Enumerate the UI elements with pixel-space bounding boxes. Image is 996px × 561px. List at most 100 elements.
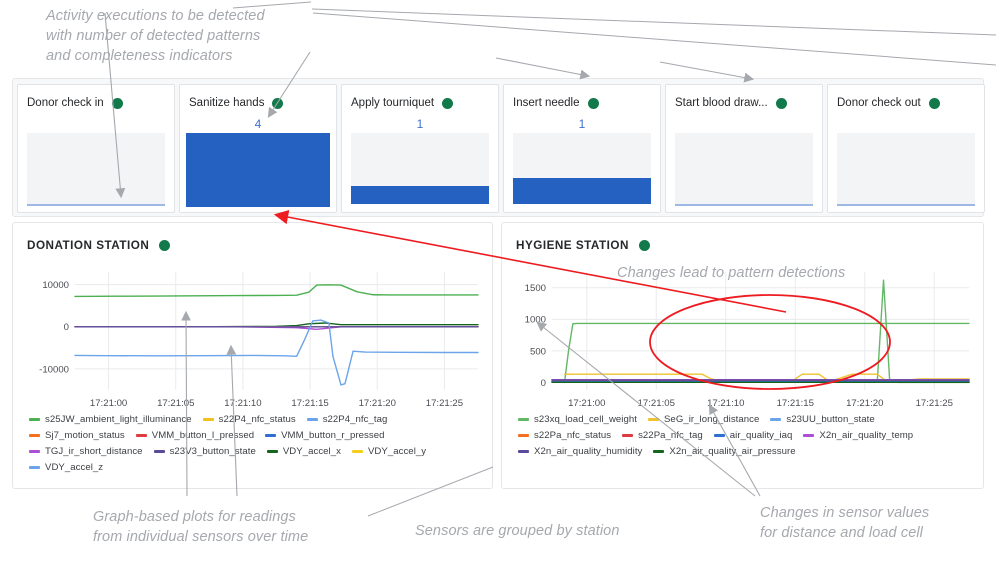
status-dot-icon	[442, 97, 454, 109]
activity-card-title: Start blood draw...	[675, 97, 768, 109]
legend-label: s22Pa_nfc_status	[534, 430, 612, 441]
legend-item[interactable]: s22P4_nfc_status	[202, 414, 296, 425]
activity-card-bar	[186, 133, 330, 207]
legend-item[interactable]: s25JW_ambient_light_illuminance	[29, 414, 192, 425]
svg-text:10000: 10000	[42, 280, 69, 291]
legend-swatch-icon	[770, 418, 782, 421]
svg-text:17:21:15: 17:21:15	[291, 398, 328, 409]
activity-card[interactable]: Sanitize hands 4	[179, 84, 337, 213]
activity-card-count: 1	[416, 117, 424, 131]
annotation-activity-cards-note: Activity executions to be detected with …	[46, 8, 265, 64]
legend-label: s25JW_ambient_light_illuminance	[45, 414, 192, 425]
annotation-sensor-grouping-note: Sensors are grouped by station	[415, 523, 620, 539]
legend-swatch-icon	[265, 434, 277, 437]
legend-swatch-icon	[647, 418, 659, 421]
activity-card-plot	[513, 133, 651, 204]
legend-label: s22P4_nfc_tag	[322, 414, 388, 425]
status-dot-icon	[775, 97, 787, 109]
legend-label: s23xq_load_cell_weight	[534, 414, 637, 425]
activity-cards-panel: Donor check in Sanitize hands 4 Apply tourn…	[12, 78, 985, 217]
legend-swatch-icon	[202, 418, 214, 421]
svg-text:17:21:15: 17:21:15	[777, 398, 814, 409]
activity-card-baseline	[27, 204, 165, 206]
legend-swatch-icon	[306, 418, 318, 421]
status-dot-icon	[638, 239, 650, 251]
legend-label: s23UU_button_state	[786, 414, 875, 425]
svg-text:500: 500	[530, 346, 546, 357]
legend-item[interactable]: VDY_accel_x	[266, 446, 341, 457]
svg-text:17:21:00: 17:21:00	[568, 398, 605, 409]
svg-text:1500: 1500	[525, 283, 546, 294]
svg-text:17:21:25: 17:21:25	[916, 398, 953, 409]
legend-swatch-icon	[518, 434, 529, 437]
activity-card-plot	[675, 133, 813, 204]
legend-label: VDY_accel_z	[45, 462, 104, 473]
activity-card-baseline	[675, 204, 813, 206]
legend-item[interactable]: X2n_air_quality_temp	[803, 430, 913, 441]
legend-item[interactable]: s23xq_load_cell_weight	[518, 414, 637, 425]
legend-item[interactable]: s23UU_button_state	[770, 414, 875, 425]
legend-swatch-icon	[713, 434, 725, 437]
legend-label: X2n_air_quality_temp	[819, 430, 914, 441]
legend-item[interactable]: VDY_accel_z	[29, 462, 103, 473]
legend-swatch-icon	[29, 466, 40, 469]
legend-item[interactable]: s23V3_button_state	[153, 446, 256, 457]
legend-label: air_quality_iaq	[729, 430, 793, 441]
legend-item[interactable]: air_quality_iaq	[713, 430, 793, 441]
status-dot-icon	[587, 97, 599, 109]
activity-card-header: Insert needle	[504, 85, 660, 113]
activity-card-bar	[351, 185, 489, 204]
donation-chart-legend[interactable]: s25JW_ambient_light_illuminance s22P4_nfc…	[13, 412, 492, 473]
legend-label: s23V3_button_state	[169, 446, 256, 457]
leader-arrow-start-blood-draw	[659, 61, 755, 83]
legend-swatch-icon	[266, 450, 278, 453]
leader-line-card3	[312, 12, 996, 66]
legend-item[interactable]: VMM_button_r_pressed	[265, 430, 384, 441]
legend-item[interactable]: VMM_button_l_pressed	[135, 430, 254, 441]
legend-label: VMM_button_r_pressed	[281, 430, 385, 441]
legend-swatch-icon	[518, 418, 529, 421]
activity-card[interactable]: Donor check in	[17, 84, 175, 213]
legend-label: X2n_air_quality_humidity	[534, 446, 643, 457]
activity-card[interactable]: Donor check out	[827, 84, 985, 213]
legend-item[interactable]: SeG_ir_long_distance	[647, 414, 759, 425]
legend-swatch-icon	[29, 450, 40, 453]
svg-text:17:21:10: 17:21:10	[707, 398, 744, 409]
activity-card-plot	[351, 133, 489, 204]
activity-card-header: Start blood draw...	[666, 85, 822, 113]
legend-item[interactable]: X2n_air_quality_humidity	[518, 446, 642, 457]
status-dot-icon	[111, 97, 123, 109]
hygiene-chart-legend[interactable]: s23xq_load_cell_weight SeG_ir_long_distan…	[502, 412, 983, 457]
legend-item[interactable]: VDY_accel_y	[351, 446, 426, 457]
leader-arrow-insert-needle	[495, 57, 591, 80]
activity-card-count: 4	[254, 117, 262, 131]
station-title-donation: DONATION STATION	[27, 238, 150, 252]
station-header-donation: DONATION STATION	[13, 223, 492, 256]
activity-card-baseline	[837, 204, 975, 206]
svg-text:17:21:05: 17:21:05	[638, 398, 675, 409]
activity-card-header: Sanitize hands	[180, 85, 336, 113]
legend-item[interactable]: Sj7_motion_status	[29, 430, 125, 441]
svg-text:1000: 1000	[525, 315, 546, 326]
legend-item[interactable]: s22Pa_nfc_tag	[622, 430, 703, 441]
legend-swatch-icon	[135, 434, 147, 437]
activity-card-count	[666, 116, 822, 132]
status-dot-icon	[272, 97, 284, 109]
activity-card-plot	[837, 133, 975, 204]
legend-swatch-icon	[29, 418, 40, 421]
activity-card-title: Sanitize hands	[189, 97, 265, 109]
svg-text:0: 0	[541, 378, 546, 389]
legend-item[interactable]: TGJ_ir_short_distance	[29, 446, 143, 457]
legend-item[interactable]: s22Pa_nfc_status	[518, 430, 611, 441]
legend-item[interactable]: X2n_air_quality_air_pressure	[653, 446, 796, 457]
activity-card[interactable]: Start blood draw...	[665, 84, 823, 213]
leader-line-card2	[311, 8, 996, 36]
legend-item[interactable]: s22P4_nfc_tag	[306, 414, 388, 425]
